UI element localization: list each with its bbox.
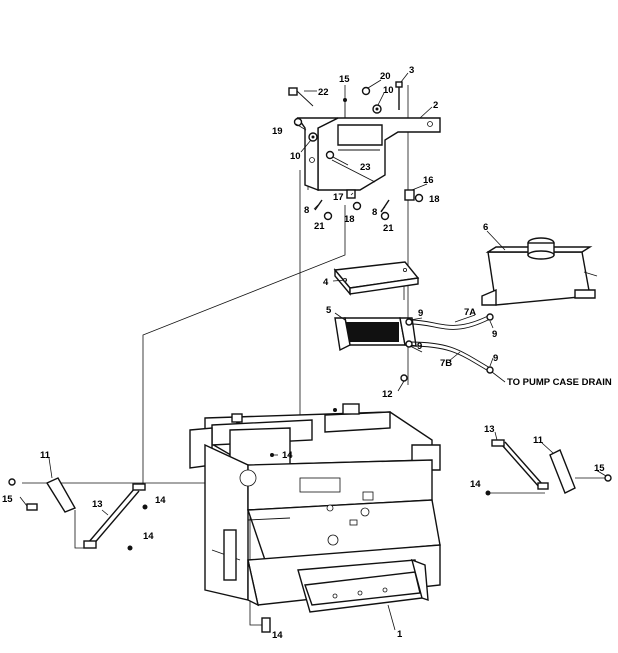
callout-14-left-upper: 14 <box>155 495 166 506</box>
callout-9-upper-cooler: 9 <box>418 308 423 319</box>
callout-14-right: 14 <box>470 479 481 490</box>
callout-22: 22 <box>318 87 329 98</box>
cover-plate <box>333 261 420 296</box>
callout-23: 23 <box>360 162 371 173</box>
callout-15-top: 15 <box>339 74 350 85</box>
callout-10-left: 10 <box>290 151 301 162</box>
callout-9-lower-drain: 9 <box>493 353 498 364</box>
callout-18-right: 18 <box>429 194 440 205</box>
callout-3: 3 <box>409 65 414 76</box>
callout-8-left: 8 <box>304 205 309 216</box>
left-linkage <box>8 477 271 633</box>
callout-14-left-lower: 14 <box>143 531 154 542</box>
callout-10-top: 10 <box>383 85 394 96</box>
callout-12: 12 <box>382 389 393 400</box>
callout-18-center: 18 <box>344 214 355 225</box>
callout-11-left: 11 <box>40 450 51 461</box>
callout-21-right: 21 <box>383 223 394 234</box>
callout-15-left: 15 <box>2 494 13 505</box>
callout-19: 19 <box>272 126 283 137</box>
callout-20: 20 <box>380 71 391 82</box>
callout-6: 6 <box>483 222 488 233</box>
callout-17: 17 <box>333 192 344 203</box>
callout-13-left: 13 <box>92 499 103 510</box>
callout-13-right: 13 <box>484 424 495 435</box>
callout-14-bottom: 14 <box>272 630 283 641</box>
right-linkage <box>485 439 612 496</box>
oil-cooler <box>334 317 417 352</box>
callout-9-upper-tank: 9 <box>492 329 497 340</box>
callout-labels: 1 2 3 4 5 6 7A 7B 8 8 9 9 9 9 10 10 11 1… <box>2 65 605 641</box>
callout-21-left: 21 <box>314 221 325 232</box>
main-frame <box>189 403 441 613</box>
callout-7b: 7B <box>440 358 452 369</box>
callout-7a: 7A <box>464 307 476 318</box>
bracket-hardware <box>288 81 424 221</box>
hoses <box>405 313 494 374</box>
callout-leaders <box>19 72 607 631</box>
callout-16: 16 <box>423 175 434 186</box>
upper-bracket <box>296 117 441 192</box>
callout-5: 5 <box>326 305 332 316</box>
callout-14-frame: 14 <box>282 450 293 461</box>
fitting-12 <box>400 374 408 382</box>
callout-2: 2 <box>433 100 438 111</box>
callout-4: 4 <box>323 277 329 288</box>
callout-8-right: 8 <box>372 207 377 218</box>
callout-9-lower-cooler: 9 <box>417 341 422 352</box>
pump-case-drain-note: TO PUMP CASE DRAIN <box>507 377 612 388</box>
callout-15-right: 15 <box>594 463 605 474</box>
callout-1: 1 <box>397 629 403 640</box>
callout-11-right: 11 <box>533 435 544 446</box>
hydraulic-reservoir <box>481 237 598 306</box>
